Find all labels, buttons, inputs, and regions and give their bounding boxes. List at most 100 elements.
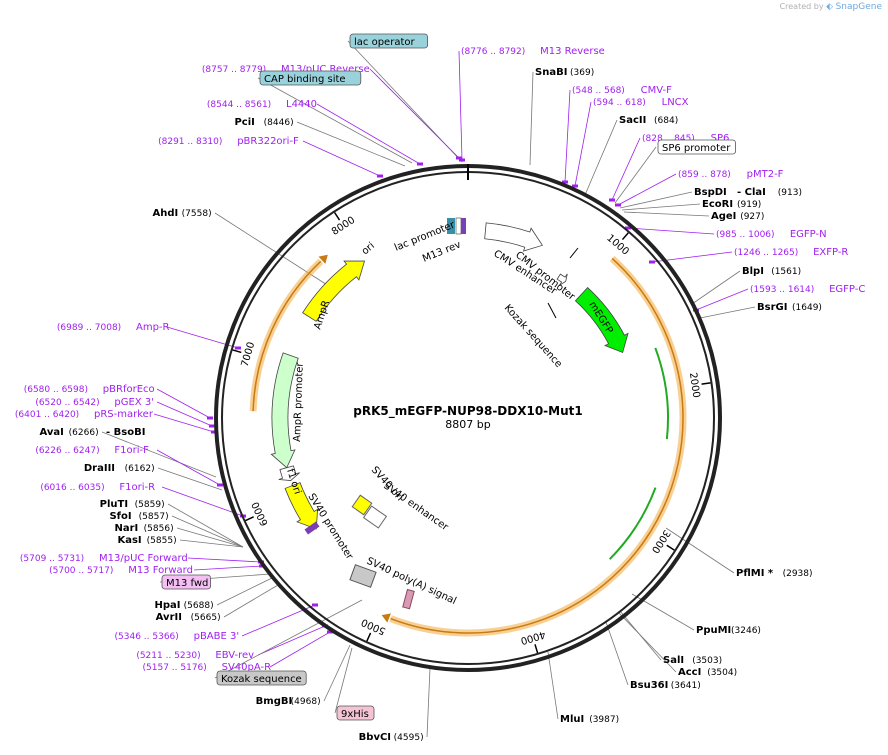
- features-layer: [249, 217, 687, 637]
- leader-line: [157, 467, 223, 491]
- primer-range: (8544 .. 8561): [207, 100, 271, 110]
- box-label-text: SP6 promoter: [662, 143, 731, 154]
- inner-label: M13 rev: [421, 239, 463, 264]
- leader-line: [214, 599, 363, 679]
- enzyme-name: - BsoBI: [106, 427, 145, 438]
- primer-name: pBR322ori-F: [237, 136, 299, 147]
- tick-label-7000: 7000: [240, 341, 258, 369]
- enzyme-name: SfoI: [109, 511, 131, 522]
- enzyme-position: (1561): [771, 267, 801, 277]
- outer-label-12: SP6 promoter: [657, 139, 736, 155]
- enzyme-name: SacII: [619, 115, 646, 126]
- primer-name: F1ori-F: [114, 445, 149, 456]
- outer-label-28: AvaI(6266): [39, 427, 98, 438]
- enzyme-position: (4968): [291, 697, 321, 707]
- enzyme-position: (5665): [191, 613, 221, 623]
- primer-range: (6520 .. 6542): [35, 398, 99, 408]
- enzyme-name: BmgBI: [256, 696, 293, 707]
- primer-name: F1ori-R: [119, 482, 155, 493]
- primer-name: SP6: [711, 133, 730, 144]
- primer-name: LNCX: [662, 97, 689, 108]
- inner-label: ori: [360, 241, 377, 258]
- sv40-ori-box: [351, 494, 373, 516]
- his-tag-mark: [402, 588, 415, 610]
- outer-label-6: (594 .. 618)LNCX: [593, 97, 689, 108]
- primer-range: (6401 .. 6420): [15, 410, 79, 420]
- label-box: [161, 574, 211, 590]
- leader-line: [153, 413, 215, 433]
- sv40-enhancer-box: [362, 505, 388, 529]
- leader-line: [214, 212, 336, 291]
- enzyme-position: (1649): [792, 303, 822, 313]
- enzyme-name: SalI: [663, 655, 684, 666]
- orf-arrowhead: [381, 613, 391, 623]
- enzyme-name: MluI: [560, 714, 584, 725]
- leader-line: [621, 203, 701, 211]
- tick-8000: [333, 212, 341, 221]
- primer-site-mark: [609, 198, 615, 202]
- leader-line: [156, 388, 211, 419]
- primer-range: (548 .. 568): [572, 86, 625, 96]
- outer-label-45: Kozak sequence: [216, 670, 307, 686]
- enzyme-name: Bsu36I: [630, 680, 668, 691]
- cmv-enhancer-arrow: [484, 222, 543, 252]
- leader-line: [617, 173, 677, 206]
- primer-name: EBV-rev: [215, 650, 254, 661]
- outer-label-49: PflMI *(2938): [736, 568, 813, 579]
- outer-label-34: SfoI(5857): [109, 511, 168, 522]
- primer-range: (6226 .. 6247): [35, 446, 99, 456]
- box-label-text: CAP binding site: [264, 74, 346, 85]
- outer-label-48: BbvCI(4595): [359, 732, 424, 743]
- primer-site-mark: [217, 483, 223, 487]
- sp6-small-arrow: [556, 273, 568, 286]
- enzyme-position: (3503): [692, 656, 722, 666]
- enzyme-position: (3246): [731, 626, 761, 636]
- enzyme-position: (5856): [144, 524, 174, 534]
- primer-site-mark: [211, 430, 217, 434]
- enzyme-position: (5688): [184, 601, 214, 611]
- green-arc-1: [654, 347, 669, 440]
- enzyme-name: BbvCI: [359, 732, 391, 743]
- outer-label-27: (6401 .. 6420) pRS-marker: [15, 409, 154, 420]
- enzyme-position: (8446): [264, 118, 294, 128]
- leader-line: [691, 270, 741, 305]
- label-box: [657, 139, 736, 155]
- enzyme-position: (919): [737, 200, 761, 210]
- leader-line: [611, 137, 641, 201]
- outer-label-15: - ClaI(913): [737, 187, 802, 198]
- enzyme-position: (4595): [394, 733, 424, 743]
- leader-line: [617, 611, 677, 673]
- primer-site-mark: [625, 226, 631, 230]
- sv40-polya-box: [349, 564, 377, 588]
- primer-range: (8776 .. 8792): [461, 47, 525, 57]
- m13-fwd-mark: [304, 521, 320, 535]
- primer-range: (5709 .. 5731): [20, 554, 84, 564]
- primer-range: (828 .. 845): [642, 134, 695, 144]
- outer-label-43: (5211 .. 5230)EBV-rev: [136, 650, 254, 661]
- outer-label-50: PpuMI(3246): [696, 625, 761, 636]
- leader-line: [161, 486, 244, 517]
- primer-name: M13 Forward: [128, 565, 193, 576]
- outer-label-24: (6989 .. 7008)Amp-R: [57, 322, 170, 333]
- primer-name: M13/pUC Forward: [99, 553, 188, 564]
- enzyme-name: PpuMI: [696, 625, 731, 636]
- outer-label-51: SalI (3503): [663, 655, 722, 666]
- outer-label-31: DraIII(6162): [84, 463, 155, 474]
- outer-label-54: MluI(3987): [560, 714, 619, 725]
- primer-range: (6989 .. 7008): [57, 323, 121, 333]
- tick-4000: [534, 644, 539, 654]
- primer-range: (6580 .. 6598): [24, 385, 88, 395]
- primer-name: pRS-marker: [94, 409, 154, 420]
- orf-arc-left-core: [252, 260, 322, 412]
- outer-label-1: (8776 .. 8792)M13 Reverse: [461, 46, 605, 57]
- label-box: [349, 33, 428, 49]
- primer-range: (8291 .. 8310): [158, 137, 222, 147]
- outer-label-21: BlpI(1561): [742, 266, 801, 277]
- leader-line: [426, 667, 431, 738]
- primer-site-mark: [572, 184, 578, 188]
- primer-site-mark: [235, 346, 241, 350]
- outer-label-4: CAP binding site: [259, 70, 362, 86]
- leader-line: [564, 89, 571, 183]
